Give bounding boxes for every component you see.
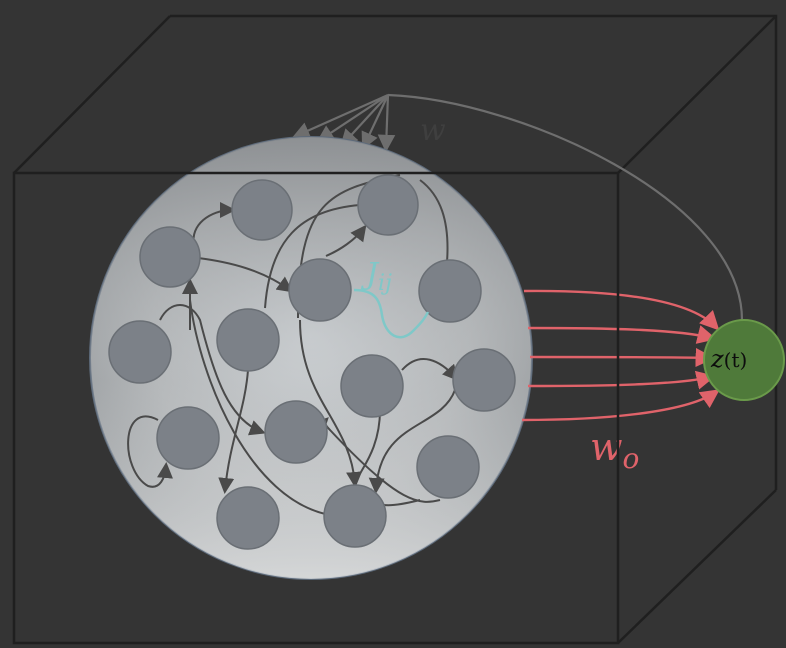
- neuron: [139, 226, 201, 288]
- neuron: [418, 259, 482, 323]
- neuron: [452, 348, 516, 412]
- output-weights: [521, 289, 720, 422]
- output-unit: [703, 319, 785, 401]
- feedback-connections: [291, 93, 744, 321]
- neuron: [264, 400, 328, 464]
- cube-front: [12, 171, 620, 645]
- feedback-label: w: [420, 113, 446, 148]
- cube-back: [13, 14, 778, 644]
- neurons: [108, 174, 516, 550]
- neuron: [216, 308, 280, 372]
- neuron: [416, 435, 480, 499]
- neuron: [340, 354, 404, 418]
- neuron: [156, 406, 220, 470]
- neuron: [216, 486, 280, 550]
- neuron: [231, 179, 293, 241]
- coupling-highlight: [353, 288, 430, 339]
- neuron: [108, 320, 172, 384]
- recurrent-connections: [127, 174, 459, 516]
- neuron: [288, 258, 352, 322]
- output-label: z(t): [710, 345, 747, 373]
- neuron: [357, 174, 419, 236]
- output-weight-label: wo: [590, 425, 639, 475]
- neuron: [323, 484, 387, 548]
